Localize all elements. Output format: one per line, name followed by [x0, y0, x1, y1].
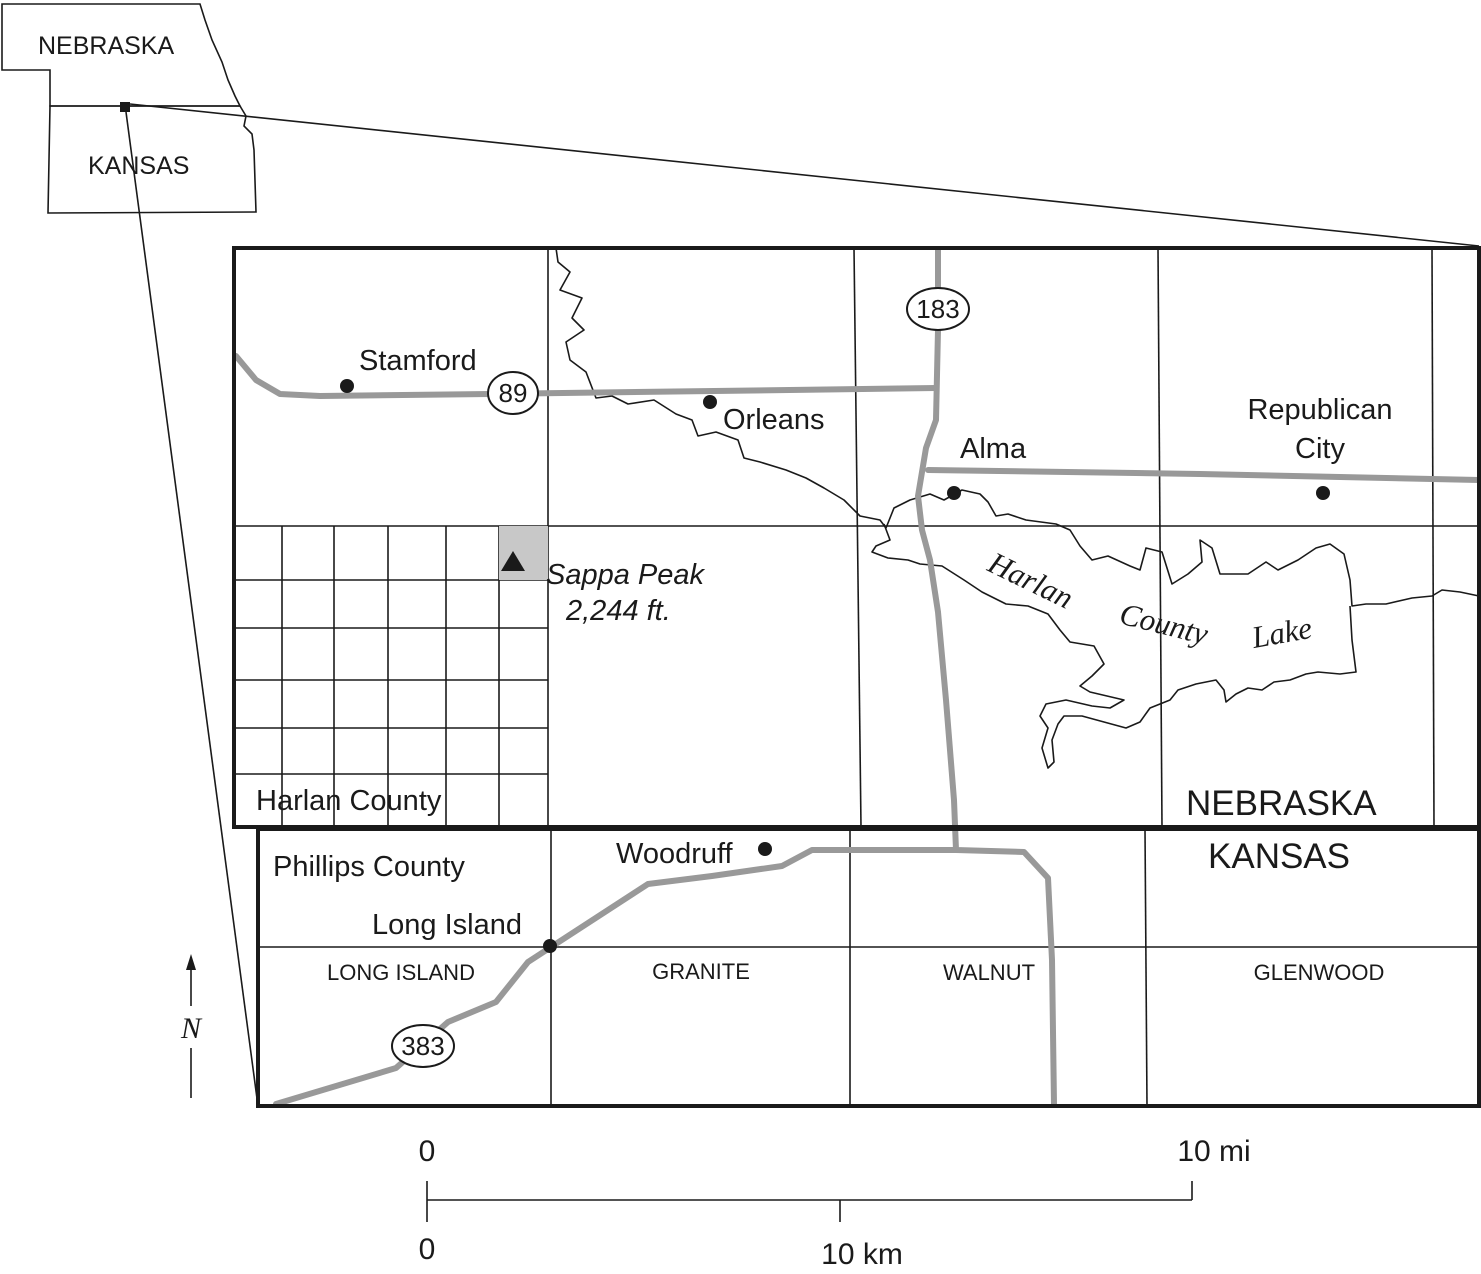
- republican-city-dot: [1316, 486, 1330, 500]
- route-89-road: [233, 353, 939, 399]
- zoom-leader-bottom: [125, 111, 259, 1107]
- nebraska-state-label: NEBRASKA: [1186, 784, 1377, 823]
- scale-km-zero: 0: [419, 1233, 436, 1266]
- route-183-road: [915, 247, 1057, 1107]
- woodruff-label: Woodruff: [616, 838, 734, 870]
- north-arrow-head-icon: [186, 954, 196, 970]
- republican-river: [555, 247, 1480, 607]
- scale-mi-label: 10 mi: [1177, 1135, 1250, 1168]
- township-glenwood: GLENWOOD: [1254, 960, 1385, 985]
- route-183-shield: 183: [906, 287, 970, 331]
- township-walnut: WALNUT: [943, 960, 1035, 985]
- alma-dot: [947, 486, 961, 500]
- north-arrow: N: [180, 954, 203, 1098]
- sappa-peak-section: [499, 526, 548, 580]
- republican-city-label-line1: Republican: [1247, 394, 1392, 426]
- route-183-label: 183: [916, 294, 959, 324]
- orleans-dot: [703, 395, 717, 409]
- lake-label-lake: Lake: [1248, 610, 1315, 655]
- harlan-county-label: Harlan County: [256, 785, 442, 817]
- zoom-leader-top: [129, 103, 1480, 247]
- kansas-state-label: KANSAS: [1208, 837, 1350, 876]
- route-383-shield: 383: [391, 1024, 455, 1068]
- stamford-dot: [340, 379, 354, 393]
- inset-kansas-outline: [47, 105, 257, 214]
- sappa-peak-elevation: 2,244 ft.: [565, 595, 671, 627]
- long-island-label: Long Island: [372, 909, 522, 941]
- route-383-label: 383: [401, 1031, 444, 1061]
- alma-label: Alma: [960, 433, 1027, 465]
- inset-kansas-label: KANSAS: [88, 152, 189, 180]
- lake-label-county: County: [1116, 596, 1212, 652]
- kansas-map-frame: [256, 827, 1481, 1108]
- alma-republican-city-road: [925, 467, 1481, 483]
- scale-bar: 0 10 mi 0 10 km: [419, 1135, 1251, 1271]
- peak-triangle-icon: [501, 551, 525, 571]
- orleans-label: Orleans: [723, 404, 825, 436]
- phillips-county-label: Phillips County: [273, 851, 465, 883]
- route-89-shield: 89: [487, 371, 539, 415]
- long-island-dot: [543, 939, 557, 953]
- township-long-island: LONG ISLAND: [327, 960, 475, 985]
- stamford-label: Stamford: [359, 345, 477, 377]
- scale-mi-zero: 0: [419, 1135, 436, 1168]
- lake-label-harlan: Harlan: [982, 544, 1079, 615]
- township-granite: GRANITE: [652, 959, 750, 984]
- inset-nebraska-outline: [1, 3, 242, 107]
- route-89-label: 89: [499, 378, 528, 408]
- sappa-peak-name: Sappa Peak: [546, 559, 706, 591]
- republican-city-label-line2: City: [1295, 433, 1345, 465]
- woodruff-dot: [758, 842, 772, 856]
- inset-nebraska-label: NEBRASKA: [38, 32, 174, 60]
- nebraska-map-frame: [232, 246, 1481, 829]
- inset-locator-square: [120, 102, 130, 112]
- inset-map: NEBRASKA KANSAS: [1, 3, 257, 214]
- harlan-county-lake-south-shore: [871, 523, 1357, 769]
- north-label: N: [180, 1012, 203, 1045]
- scale-km-label: 10 km: [821, 1238, 903, 1271]
